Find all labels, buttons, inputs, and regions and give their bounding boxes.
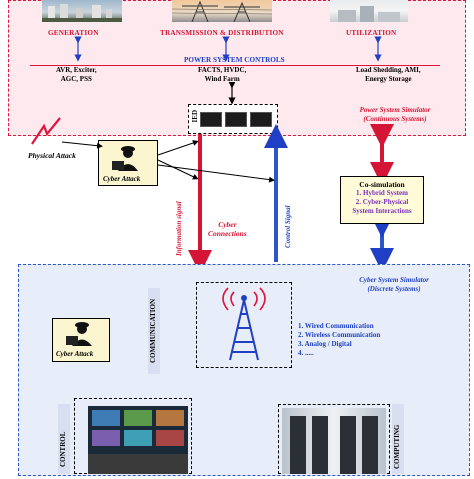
list-item: 2. Wireless Communication: [298, 331, 381, 339]
monitor-wall-icon: [88, 410, 188, 474]
control-label: CONTROL: [59, 431, 67, 467]
power-plant-icon: [42, 4, 122, 22]
control-tab: [58, 404, 70, 474]
cyber-system-simulator-label: Cyber System Simulator (Discrete Systems…: [359, 276, 429, 293]
ied-device-3: [250, 112, 272, 127]
generation-photo: [42, 0, 122, 22]
computing-label: COMPUTING: [393, 424, 401, 470]
transmission-tower-icon: [171, 0, 273, 23]
antenna-box: [196, 282, 292, 368]
list-item: 4. .....: [298, 349, 314, 357]
category-control-arrows: [74, 36, 382, 62]
control-group-utilization: Load Shedding, AMI, Energy Storage: [356, 66, 421, 83]
control-room-photo: [88, 406, 188, 474]
cyber-connections-label: Cyber Connections: [208, 220, 247, 238]
communication-label: COMMUNICATION: [149, 298, 157, 364]
information-signal-label: Information signal: [175, 201, 183, 257]
utilization-photo: [330, 0, 408, 22]
control-group-generation: AVR, Exciter, AGC, PSS: [56, 66, 97, 83]
antenna-tower-icon: [222, 287, 266, 361]
cyber-attack-label-top: Cyber Attack: [103, 175, 141, 183]
control-signal-label: Control Signal: [284, 205, 292, 249]
controls-to-ied-arrow: [228, 82, 236, 104]
communication-tab: [148, 288, 160, 374]
control-group-transmission: FACTS, HVDC, Wind Farm: [198, 66, 247, 83]
transmission-distribution-label: TRANSMISSION & DISTRIBUTION: [160, 29, 284, 37]
hacker-icon: [112, 146, 138, 171]
co-simulation-title: Co-simulation: [359, 180, 405, 189]
communication-list: 1. Wired Communication 2. Wireless Commu…: [298, 322, 380, 358]
co-simulation-box: Co-simulation 1. Hybrid System 2. Cyber-…: [340, 176, 424, 224]
ied-device-1: [200, 112, 222, 127]
transmission-photo: [171, 0, 273, 23]
controls-divider: [30, 65, 440, 66]
server-room-photo: [282, 408, 386, 474]
physical-attack-label: Physical Attack: [28, 151, 76, 160]
generation-label: GENERATION: [48, 29, 99, 37]
utilization-label: UTILIZATION: [346, 29, 397, 37]
cyber-attack-label-bottom: Cyber Attack: [56, 350, 94, 358]
list-item: 1. Wired Communication: [298, 322, 374, 330]
power-system-simulator-label: Power System Simulator (Continuous Syste…: [359, 106, 431, 123]
hacker-icon-bottom: [66, 322, 92, 346]
computing-tab: [392, 404, 404, 474]
factory-icon: [338, 6, 400, 22]
ied-device-2: [225, 112, 247, 127]
power-system-controls-title: POWER SYSTEM CONTROLS: [184, 56, 285, 64]
list-item: 3. Analog / Digital: [298, 340, 352, 348]
server-rack-icon: [290, 416, 378, 474]
lightning-icon: [31, 117, 61, 145]
